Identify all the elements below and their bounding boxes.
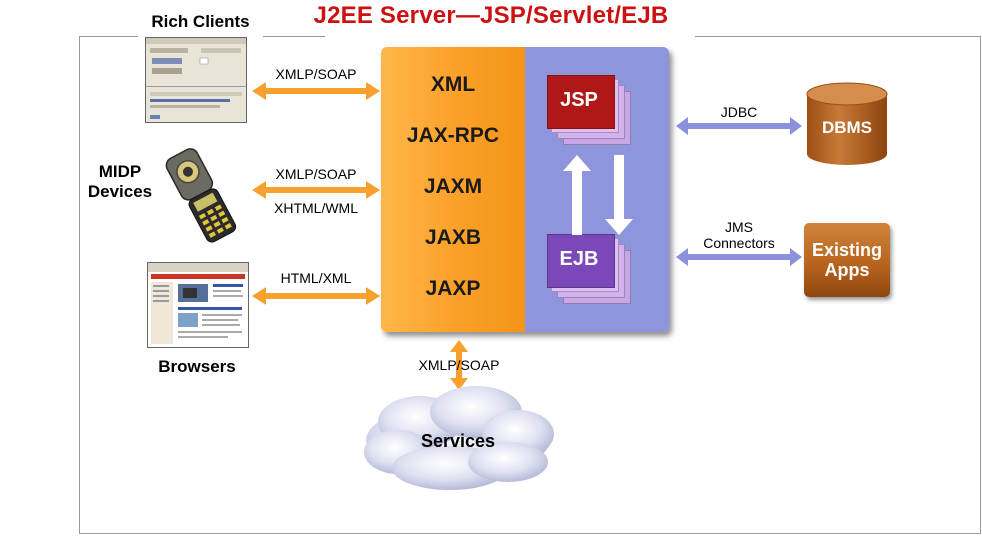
jsp-stack: JSP	[547, 75, 647, 155]
jdbc-arrow	[676, 117, 802, 135]
dbms-cylinder-icon	[806, 82, 888, 165]
ejb-sheet-front: EJB	[547, 234, 615, 288]
j2ee-server-panel: XML JAX-RPC JAXM JAXB JAXP JSP EJB	[381, 47, 669, 332]
jsp-label: JSP	[560, 89, 598, 111]
mobile-phone-icon	[162, 144, 242, 246]
browser-protocol-label: HTML/XML	[280, 270, 352, 286]
jms-label-line1: JMS	[725, 219, 753, 235]
api-jaxp: JAXP	[425, 277, 481, 300]
page-title: J2EE Server—JSP/Servlet/EJB	[313, 2, 669, 29]
rich-client-window-icon	[145, 37, 247, 123]
api-jax-rpc: JAX-RPC	[406, 124, 500, 147]
existing-apps-line2: Apps	[824, 260, 870, 280]
browser-window-icon	[147, 262, 249, 348]
browser-arrow	[252, 287, 380, 305]
rich-clients-label: Rich Clients	[151, 12, 250, 31]
jdbc-label: JDBC	[720, 104, 758, 120]
jms-label-line2: Connectors	[703, 235, 775, 251]
ejb-label: EJB	[559, 248, 599, 270]
api-xml: XML	[430, 73, 476, 96]
midp-arrow	[252, 181, 380, 199]
up-arrow	[563, 155, 591, 235]
services-cloud-icon	[364, 386, 554, 490]
existing-apps-line1: Existing	[811, 240, 882, 260]
ejb-stack: EJB	[547, 234, 647, 314]
existing-apps-box: Existing Apps	[804, 223, 890, 297]
midp-devices-label: MIDP Devices	[84, 162, 156, 202]
dbms-label: DBMS	[821, 118, 873, 137]
jsp-sheet-front: JSP	[547, 75, 615, 129]
api-jaxb: JAXB	[424, 226, 482, 249]
browsers-label: Browsers	[158, 357, 236, 376]
services-protocol-label: XMLP/SOAP	[418, 357, 500, 373]
services-arrow	[450, 340, 468, 390]
rich-protocol-label: XMLP/SOAP	[275, 66, 357, 82]
midp-protocol-bottom-label: XHTML/WML	[274, 200, 358, 216]
rich-client-arrow	[252, 82, 380, 100]
services-label: Services	[420, 431, 496, 451]
down-arrow	[605, 155, 633, 235]
jsp-ejb-arrows	[563, 155, 633, 235]
jms-connectors-label: JMS Connectors	[686, 219, 792, 251]
server-api-column: XML JAX-RPC JAXM JAXB JAXP	[381, 47, 525, 332]
midp-label-line2: Devices	[87, 182, 153, 201]
title-backdrop	[325, 28, 695, 42]
api-jaxm: JAXM	[423, 175, 483, 198]
jms-arrow	[676, 248, 802, 266]
midp-protocol-top-label: XMLP/SOAP	[275, 166, 357, 182]
server-container-column: JSP EJB	[525, 47, 669, 332]
midp-label-line1: MIDP	[98, 162, 142, 181]
